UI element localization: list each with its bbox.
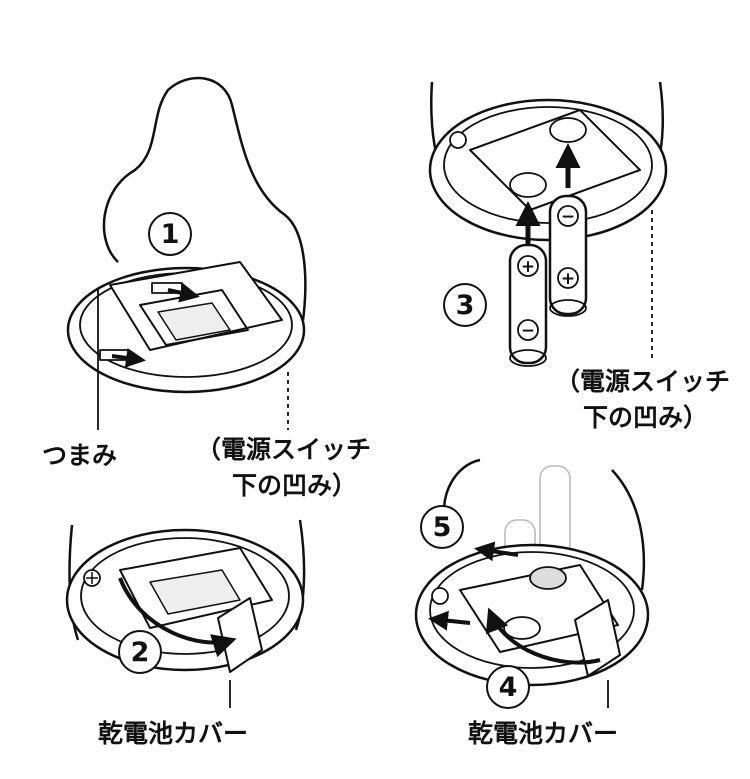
arrow-rotate-cover [118, 577, 237, 658]
battery-a-minus: − [521, 321, 535, 341]
step-number-4: 4 [486, 665, 530, 709]
arrow-knob-return-bottom [428, 610, 471, 631]
step-number-2: 2 [118, 630, 162, 674]
battery-slot-a [509, 172, 547, 198]
battery-a-plus: + [521, 257, 535, 277]
battery-b-plus: + [561, 269, 575, 289]
arrow-knob-return-top [474, 541, 519, 562]
step-number-5: 5 [420, 505, 464, 549]
screw-icon-3 [449, 131, 467, 149]
panel-step-4-5 [414, 458, 650, 708]
label-switch-recess-2-line1: （電源スイッチ [555, 367, 731, 396]
label-battery-cover-left: 乾電池カバー [98, 719, 249, 748]
battery-b-minus: − [561, 207, 575, 227]
screw-icon-4 [431, 587, 449, 605]
label-switch-recess-2-line2: 下の凹み） [583, 403, 709, 432]
battery-cover-flap-4 [574, 599, 621, 677]
panel-step-3 [428, 81, 668, 367]
label-switch-recess-1-line1: （電源スイッチ [196, 435, 372, 464]
device-body-1 [102, 76, 307, 339]
step-number-3: 3 [443, 283, 487, 327]
battery-compartment-3 [469, 109, 641, 211]
panel-step-1 [66, 76, 307, 430]
arrow-close-cover [485, 607, 601, 665]
battery-slot-b [549, 117, 587, 143]
label-switch-recess-1-line2: 下の凹み） [232, 471, 358, 500]
label-battery-cover-right: 乾電池カバー [468, 719, 619, 748]
arrow-slide-top [167, 282, 200, 303]
label-knob: つまみ [42, 441, 118, 470]
arrow-slide-bottom [111, 347, 146, 368]
battery-b [548, 194, 588, 316]
step-number-1: 1 [148, 212, 192, 256]
panel-step-2 [65, 519, 306, 708]
